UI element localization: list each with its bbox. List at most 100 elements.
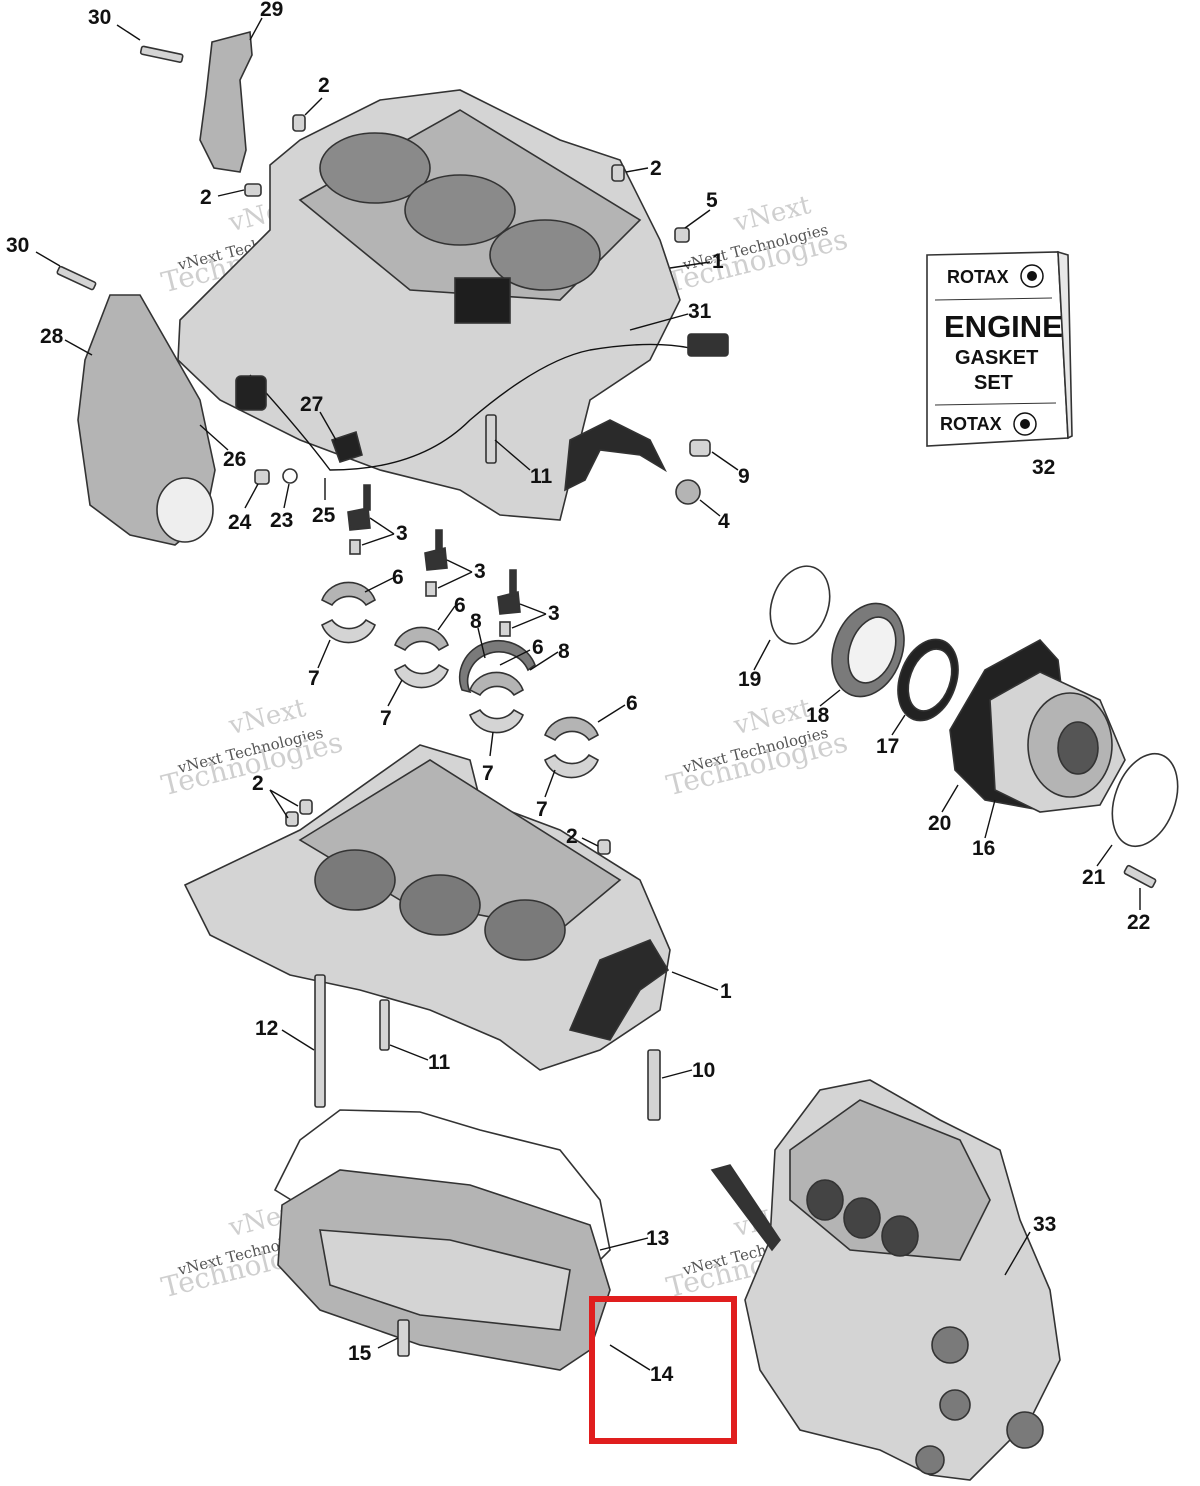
sign-brand-top: ROTAX bbox=[947, 267, 1009, 287]
sign-brand-bottom: ROTAX bbox=[940, 414, 1002, 434]
callout-10: 10 bbox=[692, 1059, 715, 1082]
part-6-7-bearing-shell-d bbox=[544, 716, 599, 779]
leader-lines bbox=[35, 17, 1141, 1371]
callout-30-mid: 30 bbox=[6, 234, 29, 257]
part-4-bearing bbox=[675, 479, 701, 505]
callout-26: 26 bbox=[223, 448, 246, 471]
callout-33: 33 bbox=[1033, 1213, 1056, 1236]
callout-6-d: 6 bbox=[626, 692, 638, 715]
part-15-drain-plug bbox=[397, 1319, 410, 1357]
part-27-clip bbox=[330, 430, 363, 463]
sign-title: ENGINE bbox=[944, 309, 1063, 344]
part-26-knock-sensor bbox=[235, 375, 267, 411]
callout-14: 14 bbox=[650, 1363, 674, 1386]
sign-line3: SET bbox=[974, 372, 1013, 394]
callout-1-b: 1 bbox=[720, 980, 732, 1003]
part-1-lower-crankcase bbox=[183, 744, 671, 1071]
callout-18: 18 bbox=[806, 704, 830, 727]
callout-2-e: 2 bbox=[566, 825, 578, 848]
callout-13: 13 bbox=[646, 1227, 669, 1250]
callout-21: 21 bbox=[1082, 866, 1106, 889]
svg-text:Technologies: Technologies bbox=[663, 222, 851, 299]
part-2-dowel-d bbox=[299, 799, 313, 815]
callout-6-c: 6 bbox=[532, 636, 544, 659]
callout-19: 19 bbox=[738, 668, 761, 691]
part-2-dowel-b bbox=[611, 164, 625, 182]
callout-29: 29 bbox=[260, 0, 283, 21]
callout-15: 15 bbox=[348, 1342, 372, 1365]
part-30-bolt-top bbox=[139, 45, 184, 63]
part-3-screw-c bbox=[499, 621, 511, 637]
callout-2-a: 2 bbox=[318, 74, 330, 97]
part-24-bolt bbox=[254, 469, 270, 485]
part-3-nozzle-c bbox=[497, 569, 521, 615]
part-23-washer bbox=[282, 468, 298, 484]
callout-23: 23 bbox=[270, 509, 293, 532]
part-3-screw-b bbox=[425, 581, 437, 597]
callout-7-a: 7 bbox=[308, 667, 320, 690]
highlight-box[interactable] bbox=[589, 1296, 737, 1444]
parts bbox=[56, 30, 1179, 1481]
callout-9: 9 bbox=[738, 465, 750, 488]
callout-11-b: 11 bbox=[428, 1051, 451, 1074]
callout-6-b: 6 bbox=[454, 594, 466, 617]
callout-22: 22 bbox=[1127, 911, 1150, 934]
part-5-dowel bbox=[674, 227, 690, 243]
part-12-long-bolt bbox=[314, 974, 326, 1108]
callout-8-b: 8 bbox=[558, 640, 570, 663]
callout-3-a: 3 bbox=[396, 522, 408, 545]
part-10-bolt bbox=[647, 1049, 661, 1121]
part-3-nozzle-a bbox=[347, 484, 371, 531]
callouts: 30 29 2 2 2 5 1 30 28 31 27 26 11 9 4 24… bbox=[6, 0, 1150, 1386]
svg-text:Technologies: Technologies bbox=[663, 725, 851, 802]
callout-5: 5 bbox=[706, 189, 718, 212]
part-9-bushing bbox=[689, 439, 711, 457]
callout-3-b: 3 bbox=[474, 560, 486, 583]
callout-8-a: 8 bbox=[470, 610, 482, 633]
callout-25: 25 bbox=[312, 504, 336, 527]
part-6-7-8-bearing-shell-c bbox=[458, 640, 536, 734]
callout-7-c: 7 bbox=[482, 762, 494, 785]
callout-3-c: 3 bbox=[548, 602, 560, 625]
callout-27: 27 bbox=[300, 393, 323, 416]
part-6-7-bearing-shell-b bbox=[394, 626, 449, 689]
part-31-sensor-cable bbox=[249, 343, 691, 471]
part-30-bolt-mid bbox=[56, 265, 97, 291]
part-2-dowel-f bbox=[597, 839, 611, 855]
part-2-dowel-e bbox=[285, 811, 299, 827]
callout-2-b: 2 bbox=[650, 157, 662, 180]
callout-2-d: 2 bbox=[252, 772, 264, 795]
callout-17: 17 bbox=[876, 735, 899, 758]
callout-12: 12 bbox=[255, 1017, 278, 1040]
part-1-upper-crankcase bbox=[177, 89, 681, 521]
callout-32: 32 bbox=[1032, 456, 1055, 479]
part-2-dowel-a bbox=[292, 114, 306, 132]
callout-30-top: 30 bbox=[88, 6, 111, 29]
part-2-dowel-c bbox=[244, 183, 262, 197]
callout-24: 24 bbox=[228, 511, 252, 534]
part-31-sensor bbox=[687, 333, 729, 357]
part-3-nozzle-b bbox=[424, 529, 448, 571]
part-21-o-ring bbox=[1111, 752, 1179, 848]
callout-6-a: 6 bbox=[392, 566, 404, 589]
part-33-complete-engine bbox=[710, 1079, 1061, 1481]
part-19-circlip bbox=[769, 565, 831, 645]
callout-31: 31 bbox=[688, 300, 712, 323]
sign-line2: GASKET bbox=[955, 347, 1038, 369]
callout-11-a: 11 bbox=[530, 465, 553, 488]
callout-7-d: 7 bbox=[536, 798, 548, 821]
callout-28: 28 bbox=[40, 325, 64, 348]
part-6-7-bearing-shell-a bbox=[321, 581, 376, 644]
part-11-bolt bbox=[485, 414, 497, 464]
part-3-screw-a bbox=[349, 539, 361, 555]
gasket-set-sign: ROTAX ENGINE GASKET SET ROTAX bbox=[926, 250, 1073, 447]
callout-1-a: 1 bbox=[712, 250, 724, 273]
callout-20: 20 bbox=[928, 812, 951, 835]
callout-16: 16 bbox=[972, 837, 995, 860]
callout-2-c: 2 bbox=[200, 186, 212, 209]
part-22-bolt bbox=[1123, 864, 1157, 889]
callout-4: 4 bbox=[718, 510, 730, 533]
watermark-mid-left: vNext vNext Technologies Technologies bbox=[158, 693, 346, 802]
part-11-bolt-lower bbox=[379, 999, 390, 1051]
